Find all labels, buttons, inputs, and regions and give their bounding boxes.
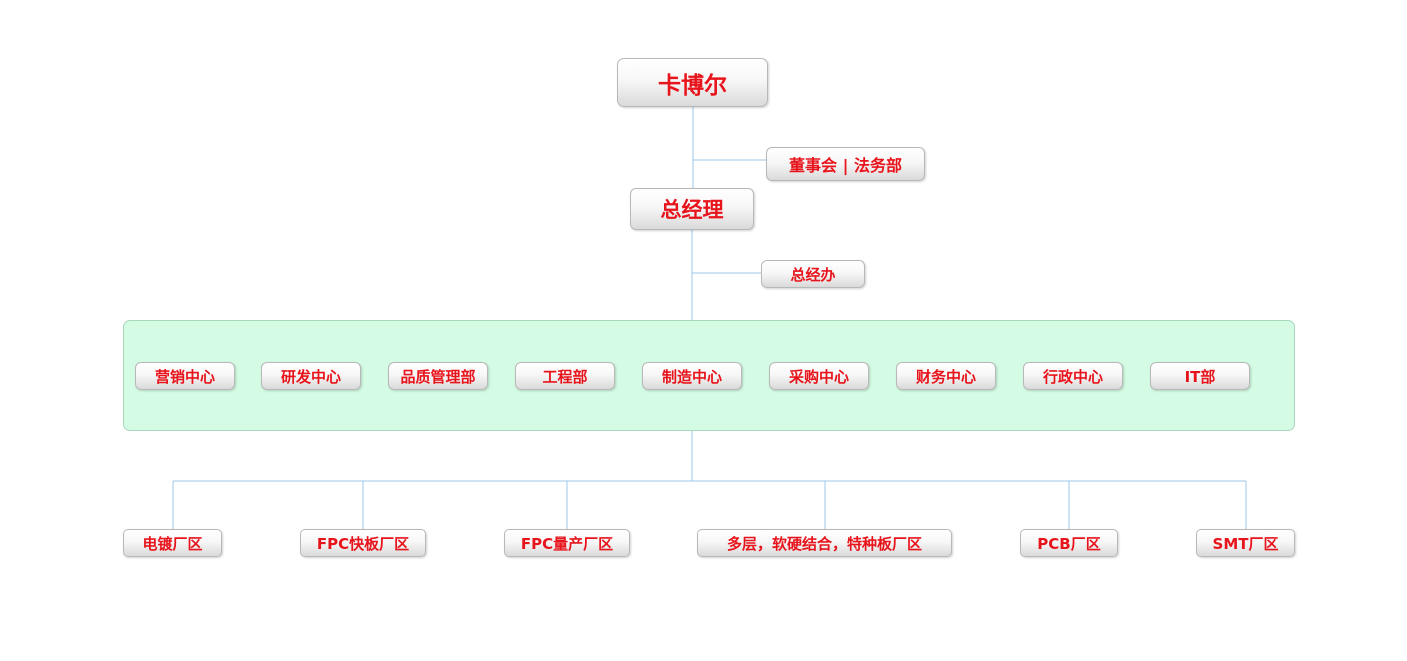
plant-electroplating: 电镀厂区 (123, 529, 222, 557)
plant-fpc-volume: FPC量产厂区 (504, 529, 630, 557)
dept-procurement: 采购中心 (769, 362, 869, 390)
gm-office-node: 总经办 (761, 260, 865, 288)
plant-smt: SMT厂区 (1196, 529, 1295, 557)
dept-rnd: 研发中心 (261, 362, 361, 390)
plant-pcb: PCB厂区 (1020, 529, 1118, 557)
root-company-node: 卡博尔 (617, 58, 768, 107)
general-manager-node: 总经理 (630, 188, 754, 230)
dept-manufacturing: 制造中心 (642, 362, 742, 390)
board-legal-node: 董事会 | 法务部 (766, 147, 925, 181)
dept-administration: 行政中心 (1023, 362, 1123, 390)
dept-quality: 品质管理部 (388, 362, 488, 390)
dept-it: IT部 (1150, 362, 1250, 390)
dept-finance: 财务中心 (896, 362, 996, 390)
plant-multilayer-rigidflex: 多层，软硬结合，特种板厂区 (697, 529, 952, 557)
dept-marketing: 营销中心 (135, 362, 235, 390)
plant-fpc-quickturn: FPC快板厂区 (300, 529, 426, 557)
dept-engineering: 工程部 (515, 362, 615, 390)
